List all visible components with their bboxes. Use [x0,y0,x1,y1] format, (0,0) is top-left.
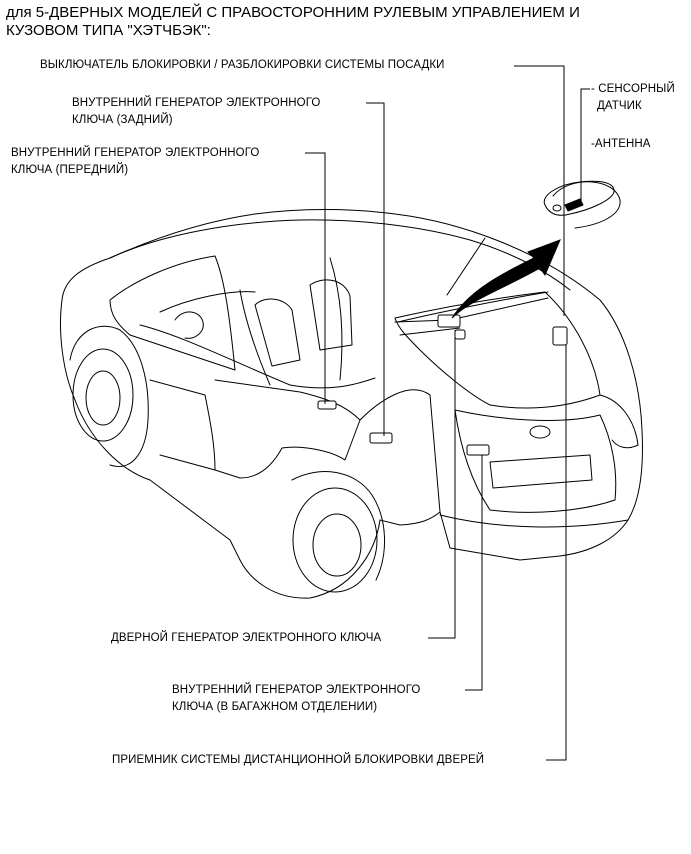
car-body-outline [60,209,643,599]
label-luggage-oscillator-2: КЛЮЧА (В БАГАЖНОМ ОТДЕЛЕНИИ) [172,701,378,713]
front-interior-oscillator [317,400,337,410]
door-oscillator [437,314,461,328]
label-sensor-2: ДАТЧИК [597,100,642,112]
handle-antenna-hatch [564,198,584,212]
rear-window [394,291,601,409]
steering-wheel [174,311,204,339]
leader-front-oscillator [305,152,326,404]
label-front-oscillator-2: КЛЮЧА (ПЕРЕДНИЙ) [11,164,129,176]
receiver-part [552,326,568,346]
rear-interior-oscillator [369,432,393,444]
seat-rear [309,279,353,351]
leader-door-oscillator [428,330,456,639]
seat-front [254,298,301,367]
dashboard [159,291,256,313]
rear-hub [312,513,362,577]
side-window-line [139,324,376,389]
title-line-1: для 5-ДВЕРНЫХ МОДЕЛЕЙ С ПРАВОСТОРОННИМ Р… [6,4,580,21]
wire-harness-lower [399,327,461,336]
label-rear-oscillator-2: КЛЮЧА (ЗАДНИЙ) [72,114,173,126]
leader-lock-switch [514,65,565,316]
hatch-spoiler [397,291,549,323]
luggage-oscillator [466,444,490,456]
tail-light [599,394,639,449]
diagram-title: для 5-ДВЕРНЫХ МОДЕЛЕЙ С ПРАВОСТОРОННИМ Р… [6,4,676,40]
rear-wheel [292,487,378,593]
title-line-2: КУЗОВОМ ТИПА "ХЭТЧБЭК": [6,22,211,39]
license-plate-area [489,454,593,489]
door-handle-detail [543,180,615,216]
roof-line [109,219,571,291]
front-hub [85,370,121,426]
side-rear-panel [359,389,441,513]
label-luggage-oscillator-1: ВНУТРЕННИЙ ГЕНЕРАТОР ЭЛЕКТРОННОГО [172,684,421,696]
front-door [149,379,216,471]
label-antenna: -АНТЕННА [591,138,651,150]
label-front-oscillator-1: ВНУТРЕННИЙ ГЕНЕРАТОР ЭЛЕКТРОННОГО [11,147,260,159]
front-wheel-arch [69,325,149,467]
handle-arc [552,181,621,229]
roof-antenna [446,237,486,296]
leader-luggage-oscillator [465,455,483,691]
b-pillar [239,289,271,386]
label-door-oscillator: ДВЕРНОЙ ГЕНЕРАТОР ЭЛЕКТРОННОГО КЛЮЧА [111,632,382,644]
rear-hatch [454,409,617,513]
leader-receiver [546,345,567,761]
label-rear-oscillator-1: ВНУТРЕННИЙ ГЕНЕРАТОР ЭЛЕКТРОННОГО [72,97,321,109]
lock-switch-part [454,329,466,340]
rear-wheel-arch [291,471,385,581]
c-pillar [329,257,343,381]
label-sensor: - СЕНСОРНЫЙ [591,83,675,95]
rear-emblem [529,425,551,439]
label-lock-switch: ВЫКЛЮЧАТЕЛЬ БЛОКИРОВКИ / РАЗБЛОКИРОВКИ С… [40,59,445,71]
rear-door [214,379,361,479]
arrow-to-handle [451,239,561,319]
label-receiver: ПРИЕМНИК СИСТЕМЫ ДИСТАНЦИОННОЙ БЛОКИРОВК… [112,754,485,766]
leader-sensor-bracket [580,88,590,205]
leader-rear-oscillator [366,102,385,436]
bumper [439,514,629,528]
handle-sensor [552,204,562,212]
front-wheel [72,348,134,442]
